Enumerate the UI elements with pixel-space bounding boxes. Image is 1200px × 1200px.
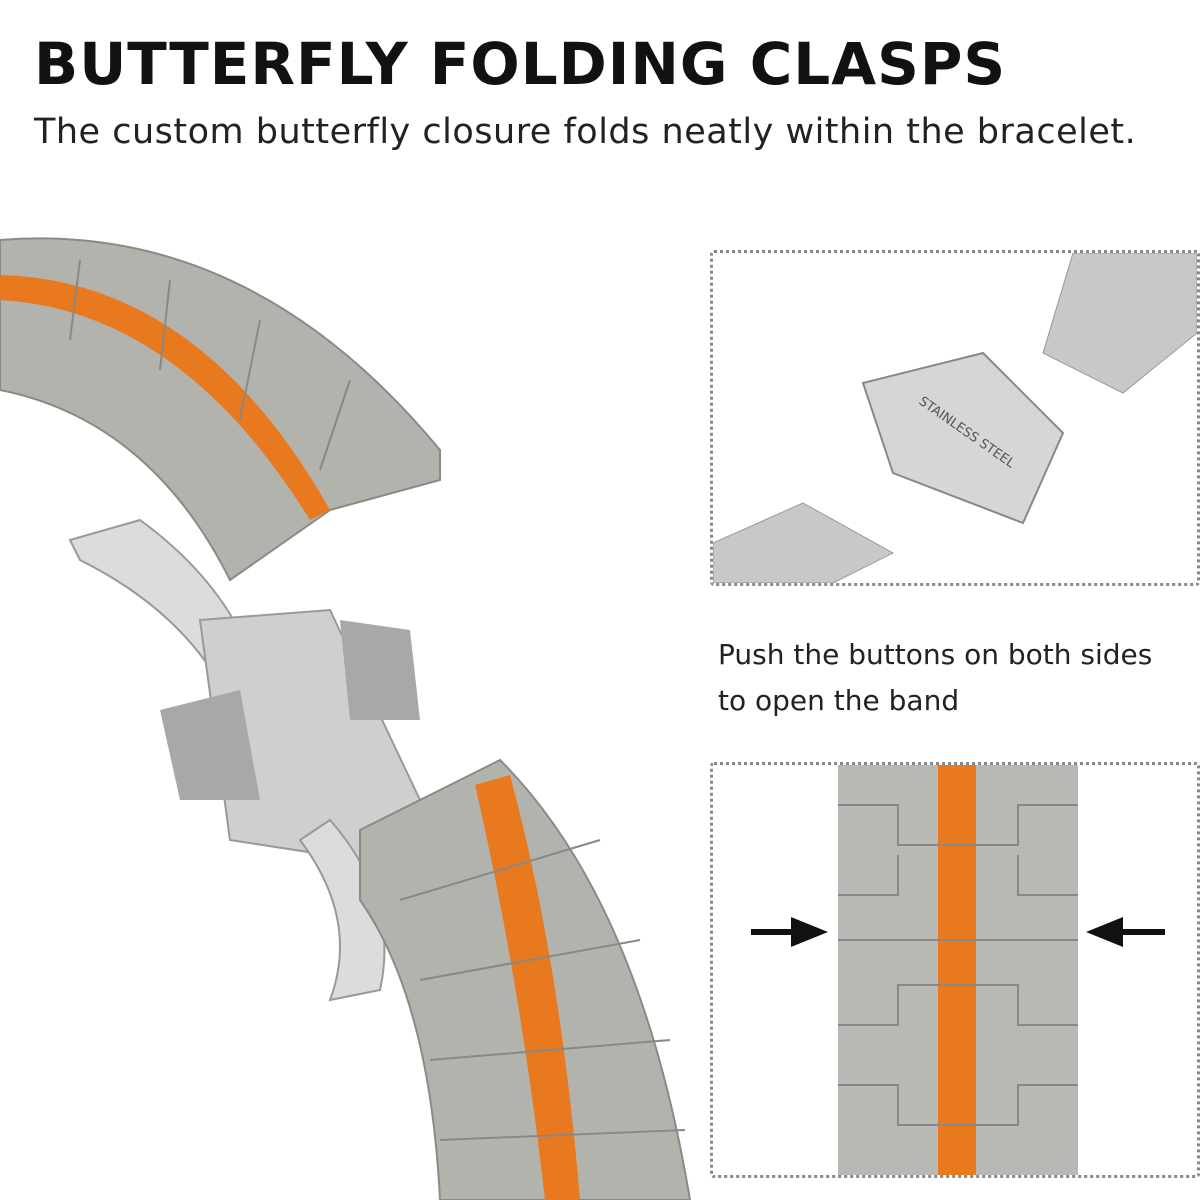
page-subtitle: The custom butterfly closure folds neatl… [34,112,1137,152]
clasp-closeup-panel: STAINLESS STEEL [710,250,1200,586]
page-title: BUTTERFLY FOLDING CLASPS [34,30,1007,98]
left-arrow-icon [751,917,828,947]
instruction-caption: Push the buttons on both sides to open t… [718,632,1152,724]
lower-band [359,758,692,1200]
caption-line-1: Push the buttons on both sides [718,638,1153,671]
caption-line-2: to open the band [718,684,960,717]
band-illustration [0,237,692,1200]
butterfly-clasp [68,518,422,1002]
buttons-closeup-panel [710,762,1200,1178]
upper-band [0,237,441,582]
right-arrow-icon [1086,917,1165,947]
